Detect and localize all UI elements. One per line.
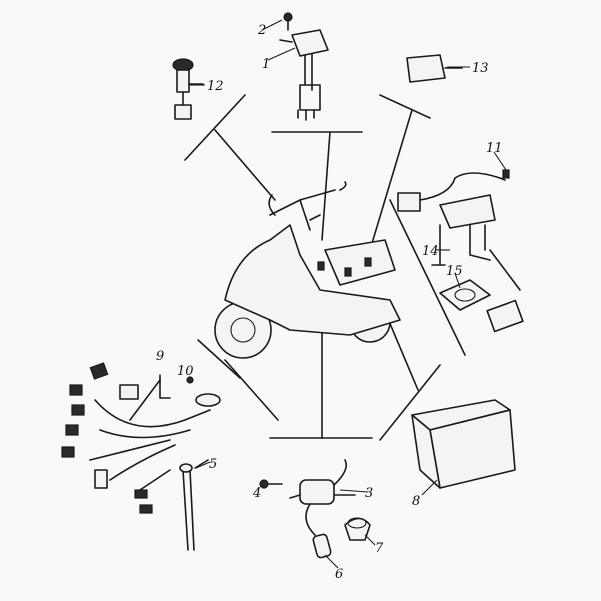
label-11: 11	[486, 141, 503, 156]
part-7-plug-cap	[344, 517, 371, 541]
part-14-fuel-sender	[397, 172, 524, 333]
label-15: 15	[446, 264, 463, 279]
label-2: 2	[257, 23, 266, 38]
label-1: 1	[262, 57, 270, 72]
part-13-relay	[406, 54, 463, 83]
part-5-tie	[179, 459, 209, 551]
part-1-unit	[279, 29, 329, 121]
scooter-illustration	[214, 181, 401, 359]
leader-lines	[190, 19, 507, 569]
callout-brackets	[184, 94, 466, 441]
part-12-switch	[172, 58, 204, 120]
label-7: 7	[375, 541, 384, 556]
label-12: 12	[207, 79, 224, 94]
label-10: 10	[177, 364, 194, 379]
label-13: 13	[472, 61, 489, 76]
label-9: 9	[156, 349, 164, 364]
label-6: 6	[335, 567, 343, 582]
part-6-spark-cap	[312, 533, 332, 559]
label-8: 8	[412, 494, 420, 509]
label-4: 4	[252, 486, 261, 501]
part-2-bolt	[283, 12, 293, 31]
part-10-connector	[186, 376, 221, 407]
part-9-wire-harness	[61, 362, 211, 514]
label-3: 3	[365, 486, 373, 501]
part-3-ignition-coil	[289, 459, 356, 536]
part-11-connector	[502, 169, 510, 179]
part-8-battery	[411, 399, 516, 489]
part-4-screw	[259, 479, 283, 489]
part-number-labels: 2 1 12 13 11 14 15 9 10 5 4 3 8 6 7	[156, 23, 503, 582]
part-15-gasket	[439, 279, 491, 311]
label-14: 14	[422, 244, 439, 259]
label-5: 5	[209, 457, 217, 472]
